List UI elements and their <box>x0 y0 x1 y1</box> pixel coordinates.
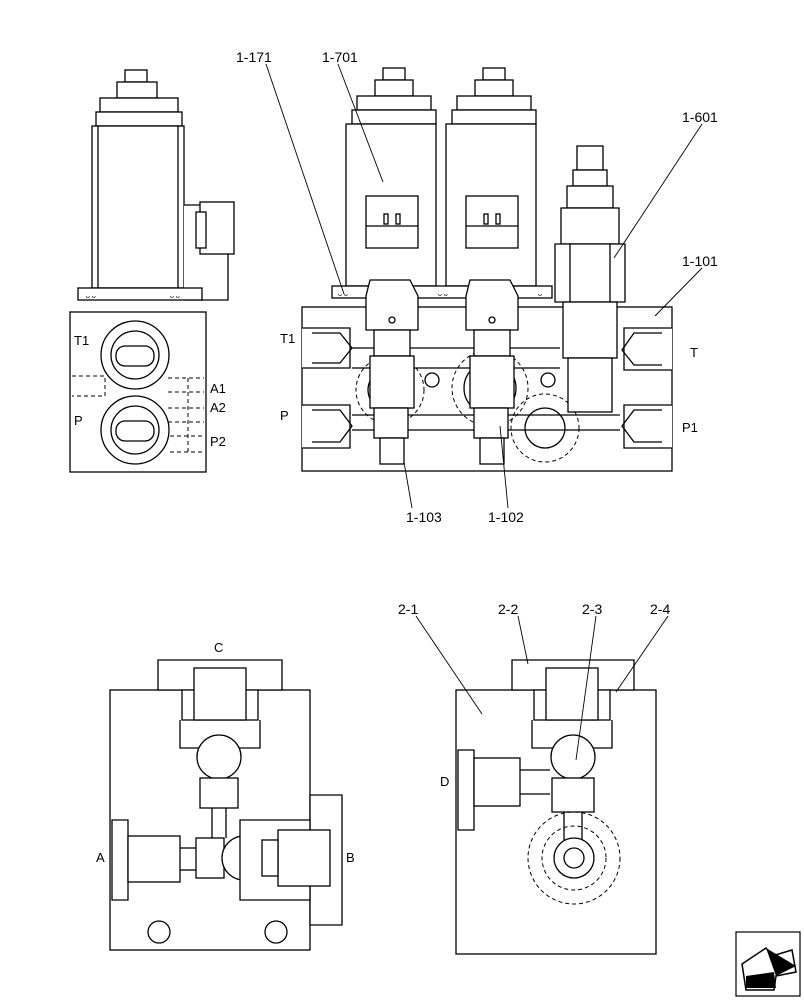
port-label-p-side: P <box>74 413 83 428</box>
callout-1-701: 1-701 <box>322 49 358 65</box>
next-page-arrow-icon[interactable] <box>735 931 801 997</box>
svg-text:ᴗ ᴗ: ᴗ ᴗ <box>438 291 448 298</box>
callout-1-101: 1-101 <box>682 253 718 269</box>
front-view-valve-assembly: ᴗ ᴗ ᴗ ᴗ ᴗ <box>301 67 673 472</box>
side-view-valve: ᴗ ᴗ ᴗ ᴗ T1 A1 A2 P P2 <box>69 69 235 473</box>
port-label-p1-front: P1 <box>682 420 698 435</box>
callout-2-1: 2-1 <box>398 601 418 617</box>
port-label-t1-side: T1 <box>74 333 89 348</box>
lower-left-block-valve: C A B <box>96 640 355 951</box>
svg-text:ᴗ: ᴗ <box>538 291 542 298</box>
leader-lines <box>265 63 703 761</box>
port-label-c: C <box>214 640 223 655</box>
callout-labels: 1-171 1-701 1-601 1-101 1-103 1-102 2-1 … <box>236 49 718 617</box>
port-label-a: A <box>96 850 105 865</box>
callout-1-601: 1-601 <box>682 109 718 125</box>
callout-2-3: 2-3 <box>582 601 602 617</box>
svg-text:ᴗ ᴗ: ᴗ ᴗ <box>170 293 180 300</box>
callout-1-103: 1-103 <box>406 509 442 525</box>
callout-1-102: 1-102 <box>488 509 524 525</box>
port-label-p-front: P <box>280 408 289 423</box>
port-label-p2: P2 <box>210 434 226 449</box>
svg-text:ᴗ ᴗ: ᴗ ᴗ <box>338 291 348 298</box>
port-label-a2: A2 <box>210 400 226 415</box>
port-label-t-front: T <box>690 345 698 360</box>
callout-1-171: 1-171 <box>236 49 272 65</box>
svg-text:ᴗ ᴗ: ᴗ ᴗ <box>86 293 96 300</box>
port-label-a1: A1 <box>210 381 226 396</box>
callout-2-4: 2-4 <box>650 601 670 617</box>
lower-right-block-valve: D <box>440 659 657 955</box>
port-label-t1-front: T1 <box>280 331 295 346</box>
port-label-d: D <box>440 774 449 789</box>
callout-2-2: 2-2 <box>498 601 518 617</box>
port-label-b: B <box>346 850 355 865</box>
